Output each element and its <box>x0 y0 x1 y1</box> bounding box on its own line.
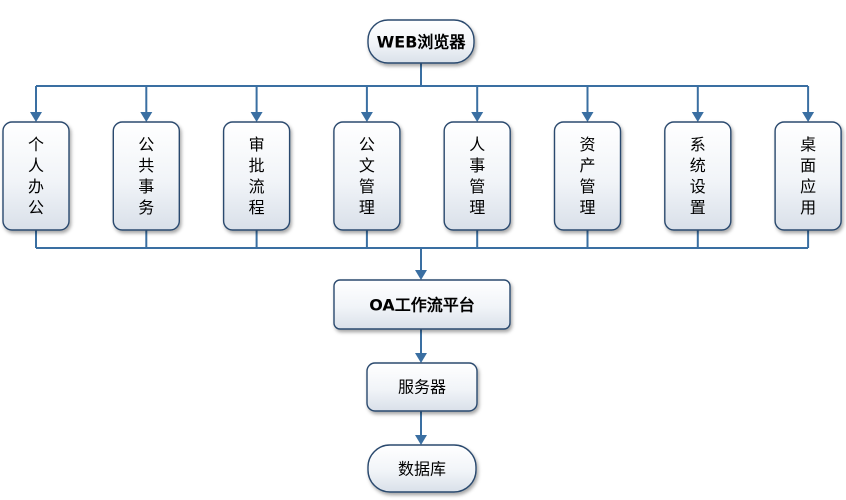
module-public-char-1: 共 <box>138 156 154 175</box>
module-hr-char-1: 事 <box>469 156 485 175</box>
module-approval-char-0: 审 <box>249 135 265 154</box>
arrow-to-asset <box>581 112 594 122</box>
module-desktop-char-3: 用 <box>800 198 816 217</box>
database-node <box>367 444 477 493</box>
arrow-to-system <box>691 112 704 122</box>
module-system-char-3: 置 <box>690 198 706 217</box>
arrow-to-database <box>415 435 427 445</box>
arrow-to-hr <box>471 112 484 122</box>
module-document-char-2: 管 <box>359 177 375 196</box>
module-box-asset <box>553 121 622 231</box>
module-approval-char-1: 批 <box>249 156 265 175</box>
module-desktop-char-2: 应 <box>800 177 816 196</box>
module-asset-char-2: 管 <box>579 177 595 196</box>
module-box-system <box>664 121 732 231</box>
module-system-char-2: 设 <box>690 177 706 196</box>
connector-lines <box>30 63 815 445</box>
arrow-to-personal <box>30 112 42 122</box>
arrow-to-server <box>415 353 427 363</box>
module-public-char-2: 事 <box>138 177 154 196</box>
module-box-desktop <box>774 121 842 231</box>
arrow-to-platform <box>415 270 427 280</box>
module-hr-char-0: 人 <box>469 135 485 154</box>
module-asset-char-1: 产 <box>579 156 595 175</box>
module-personal-char-3: 公 <box>28 198 44 217</box>
module-box-public <box>112 121 181 231</box>
web-browser-label: WEB浏览器 <box>377 33 467 52</box>
module-box-document <box>333 121 401 231</box>
arrow-to-approval <box>250 112 263 122</box>
module-public-char-0: 公 <box>138 135 154 154</box>
database-label: 数据库 <box>398 460 446 479</box>
arrow-to-desktop <box>802 112 815 122</box>
server-label: 服务器 <box>398 378 446 397</box>
module-box-approval <box>222 121 291 231</box>
module-hr-char-3: 理 <box>469 198 485 217</box>
module-system-char-0: 系 <box>690 135 706 154</box>
arrow-to-document <box>360 112 373 122</box>
server-node <box>366 362 478 412</box>
module-asset-char-3: 理 <box>579 198 595 217</box>
module-approval-char-3: 程 <box>249 198 265 217</box>
module-personal-char-0: 个 <box>28 135 44 154</box>
module-personal-char-2: 办 <box>28 177 44 196</box>
module-desktop-char-0: 桌 <box>800 135 816 154</box>
module-document-char-3: 理 <box>359 198 375 217</box>
module-box-hr <box>443 121 511 231</box>
module-system-char-1: 统 <box>690 156 706 175</box>
module-document-char-1: 文 <box>359 156 375 175</box>
module-box-personal <box>2 121 70 231</box>
oa-platform-node <box>333 279 511 330</box>
module-hr-char-2: 管 <box>469 177 485 196</box>
module-document-char-0: 公 <box>359 135 375 154</box>
module-personal-char-1: 人 <box>28 156 44 175</box>
oa-platform-label: OA工作流平台 <box>369 296 475 315</box>
module-desktop-char-1: 面 <box>800 156 816 175</box>
arrow-to-public <box>140 112 153 122</box>
module-asset-char-0: 资 <box>579 135 595 154</box>
module-approval-char-2: 流 <box>249 177 265 196</box>
web-browser-node <box>367 19 475 64</box>
module-public-char-3: 务 <box>138 198 154 217</box>
